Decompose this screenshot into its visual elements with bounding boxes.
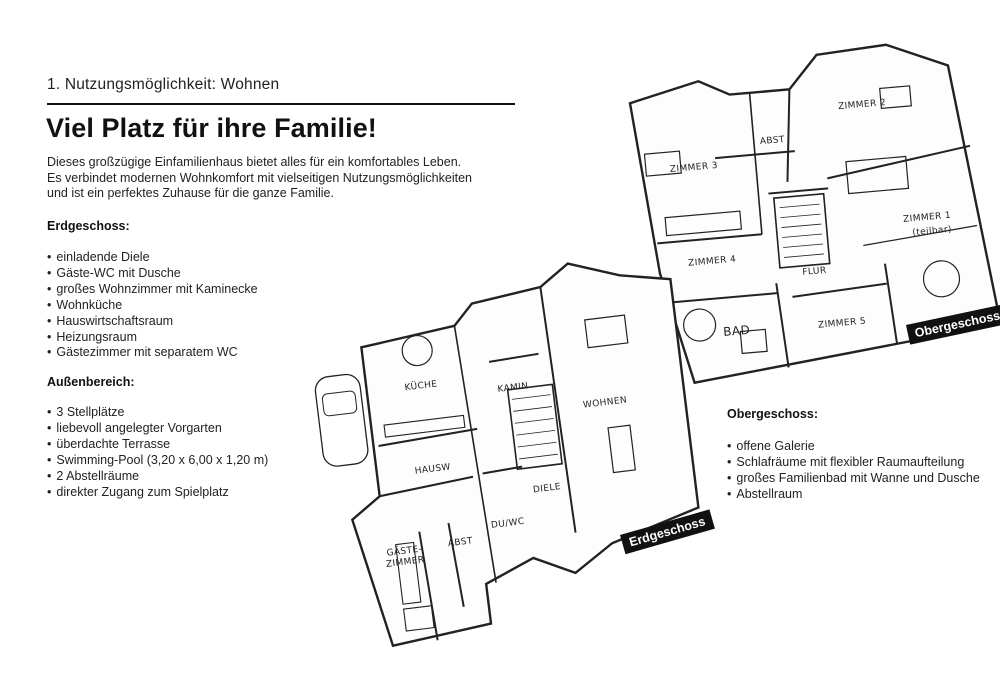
room-label-bad: BAD	[723, 323, 751, 339]
room-label-flur: FLUR	[802, 266, 827, 278]
title-rule	[47, 103, 515, 105]
list-item: liebevoll angelegter Vorgarten	[47, 421, 268, 437]
list-item: großes Familienbad mit Wanne und Dusche	[727, 471, 979, 487]
list-item: offene Galerie	[727, 439, 980, 455]
list-item: 3 Stellplätze	[47, 405, 268, 421]
list-item: einladende Diele	[47, 250, 258, 266]
room-label-zimmer3: ZIMMER 3	[670, 161, 719, 175]
list-item: Gästezimmer mit separatem WC	[47, 345, 258, 361]
erdgeschoss-list: einladende Diele Gäste-WC mit Dusche gro…	[47, 250, 258, 361]
room-label-kamin: KAMIN	[497, 381, 529, 395]
room-label-kueche: KÜCHE	[404, 378, 438, 393]
room-label-du-wc: DU/WC	[490, 517, 525, 531]
room-label-zimmer: ZIMMER	[385, 555, 425, 570]
intro-text: Dieses großzügige Einfamilienhaus bietet…	[47, 155, 517, 202]
aussenbereich-heading: Außenbereich:	[47, 375, 135, 389]
obergeschoss-list: offene Galerie Schlafräume mit flexibler…	[727, 439, 980, 503]
room-label-zimmer4: ZIMMER 4	[688, 255, 737, 269]
room-label-abst: ABST	[759, 135, 785, 147]
list-item: Wohnküche	[47, 298, 258, 314]
list-item: 2 Abstellräume	[47, 469, 268, 485]
list-item: direkter Zugang zum Spielplatz	[47, 485, 268, 501]
room-label-gaeste: GÄSTE-	[386, 543, 423, 558]
room-label-zimmer2: ZIMMER 2	[838, 98, 887, 112]
aussenbereich-list: 3 Stellplätze liebevoll angelegter Vorga…	[47, 405, 268, 500]
room-label-zimmer1: ZIMMER 1	[903, 211, 952, 225]
room-label-zimmer5: ZIMMER 5	[818, 317, 867, 331]
section-label: 1. Nutzungsmöglichkeit: Wohnen	[47, 76, 280, 93]
erdgeschoss-heading: Erdgeschoss:	[47, 219, 130, 233]
list-item: Gäste-WC mit Dusche	[47, 266, 258, 282]
intro-line: Dieses großzügige Einfamilienhaus bietet…	[47, 155, 462, 169]
room-label-teilbar: (teilbar)	[912, 225, 952, 238]
intro-line: und ist ein perfektes Zuhause für die ga…	[47, 186, 334, 201]
room-label-abst: ABST	[447, 536, 473, 549]
list-item: Swimming-Pool (3,20 x 6,00 x 1,20 m)	[47, 453, 268, 469]
room-label-hausw: HAUSW	[414, 462, 451, 476]
list-item: Heizungsraum	[47, 330, 258, 346]
list-item: Schlafräume mit flexibler Raumaufteilung	[727, 455, 980, 471]
intro-line: Es verbindet modernen Wohnkomfort mit vi…	[47, 170, 472, 185]
list-item: überdachte Terrasse	[47, 437, 268, 453]
list-item: großes Wohnzimmer mit Kaminecke	[47, 282, 257, 298]
obergeschoss-heading: Obergeschoss:	[727, 407, 819, 421]
room-label-diele: DIELE	[532, 482, 561, 495]
list-item: Abstellraum	[727, 487, 980, 503]
page-headline: Viel Platz für ihre Familie!	[46, 113, 377, 143]
list-item: Hauswirtschaftsraum	[47, 314, 258, 330]
